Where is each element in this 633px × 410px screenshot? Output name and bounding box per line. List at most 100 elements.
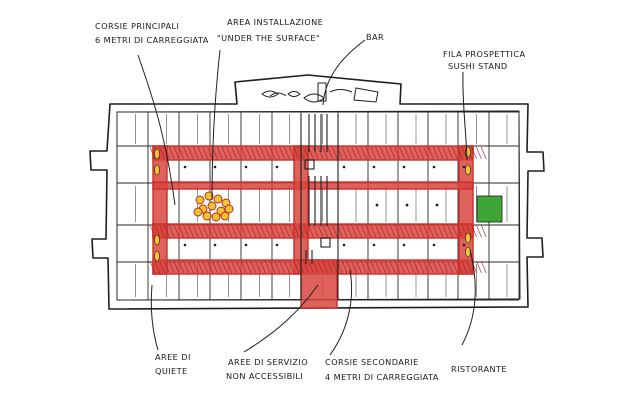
red-corridors	[149, 145, 487, 309]
yellow-marker-icon	[465, 164, 471, 176]
corridor-hatch	[173, 224, 180, 238]
corridor-hatch	[466, 224, 473, 238]
label-sushi-stand-2: SUSHI STAND	[448, 61, 508, 71]
corridor-hatch	[245, 260, 252, 274]
corridor-hatch	[192, 260, 199, 274]
corridor-hatch	[480, 224, 487, 238]
corridor-hatch	[399, 224, 405, 238]
corridor-hatch	[183, 146, 189, 160]
corridor-hatch	[236, 146, 242, 160]
corridor-hatch	[317, 224, 324, 238]
stall-dot	[372, 165, 376, 169]
corridor-hatch	[192, 146, 199, 160]
stall-dot	[342, 165, 346, 169]
corridor-hatch	[149, 146, 156, 160]
corridor-hatch	[303, 146, 309, 160]
corridor-segment	[152, 223, 168, 275]
central-service-spine	[300, 114, 339, 300]
corridor-hatch	[221, 260, 228, 274]
corridor-hatch	[370, 146, 377, 160]
stall-dot	[432, 165, 436, 169]
corridor-hatch	[423, 260, 429, 274]
corridor-hatch	[442, 260, 449, 274]
corridor-hatch	[423, 146, 429, 160]
corridor-hatch	[308, 224, 314, 238]
corridor-hatch	[255, 224, 261, 238]
corridor-hatch	[375, 224, 381, 238]
corridor-hatch	[461, 146, 468, 160]
label-secondary-aisles-1: CORSIE SECONDARIE	[325, 357, 419, 367]
corridor-hatch	[264, 260, 271, 274]
corridor-hatch	[293, 224, 300, 238]
corridor-hatch	[351, 146, 357, 160]
corridor-hatch	[183, 260, 189, 274]
stall-dot	[402, 165, 406, 169]
corridor-hatch	[480, 260, 487, 274]
stall-dot	[462, 165, 466, 169]
stall-dot	[372, 243, 376, 247]
corridor-hatch	[312, 260, 319, 274]
corridor-hatch	[452, 146, 458, 160]
corridor-hatch	[394, 224, 401, 238]
corridor-hatch	[284, 260, 290, 274]
corridor-hatch	[437, 146, 444, 160]
corridor-hatch	[375, 146, 381, 160]
corridor-hatch	[279, 224, 285, 238]
corridor-hatch	[226, 224, 233, 238]
corridor-hatch	[384, 224, 391, 238]
corridor-hatch	[212, 224, 218, 238]
corridor-hatch	[216, 146, 223, 160]
corridor-hatch	[183, 224, 189, 238]
stall-dot	[244, 243, 248, 247]
corridor-hatch	[447, 224, 453, 238]
corridor-hatch	[178, 260, 185, 274]
corridor-hatch	[279, 146, 285, 160]
corridor-hatch	[332, 224, 338, 238]
corridor-hatch	[428, 224, 434, 238]
corridor-hatch	[207, 146, 213, 160]
corridor-hatch	[389, 224, 396, 238]
corridor-hatch	[471, 146, 477, 160]
stall-dot	[275, 243, 279, 247]
corridor-hatch	[365, 260, 372, 274]
stall-dot	[183, 243, 187, 247]
corridor-hatch	[418, 260, 425, 274]
corridor-segment	[152, 181, 474, 190]
corridor-hatch	[356, 224, 362, 238]
corridor-hatch	[327, 260, 333, 274]
corridor-hatch	[466, 260, 473, 274]
corridor-hatch	[260, 146, 266, 160]
label-sushi-stand-1: FILA PROSPETTICA	[443, 49, 525, 59]
corridor-hatch	[380, 146, 386, 160]
corridor-hatch	[149, 224, 156, 238]
corridor-hatch	[216, 260, 223, 274]
corridor-hatch	[284, 224, 290, 238]
corridor-hatch	[394, 260, 401, 274]
corridor-hatch	[197, 260, 204, 274]
corridor-hatch	[260, 260, 266, 274]
label-quiet-areas-2: QUIETE	[155, 366, 188, 376]
corridor-hatch	[178, 146, 185, 160]
stall-dot	[402, 243, 406, 247]
corridor-hatch	[322, 146, 329, 160]
corridor-hatch	[346, 146, 353, 160]
yellow-marker-icon	[154, 250, 160, 262]
installation-blob	[202, 211, 212, 221]
corridor-hatch	[231, 146, 237, 160]
corridor-hatch	[312, 146, 319, 160]
corridor-hatch	[322, 224, 329, 238]
corridor-hatch	[269, 260, 276, 274]
corridor-hatch	[293, 146, 300, 160]
corridor-hatch	[408, 146, 415, 160]
label-service-areas-1: AREE DI SERVIZIO	[228, 357, 308, 367]
corridor-hatch	[226, 260, 233, 274]
label-restaurant: RISTORANTE	[451, 364, 507, 374]
corridor-hatch	[188, 146, 194, 160]
corridor-hatch	[207, 260, 213, 274]
corridor-hatch	[447, 146, 453, 160]
corridor-hatch	[168, 146, 175, 160]
corridor-hatch	[245, 224, 252, 238]
corridor-hatch	[356, 260, 362, 274]
corridor-hatch	[432, 224, 439, 238]
corridor-hatch	[164, 224, 170, 238]
